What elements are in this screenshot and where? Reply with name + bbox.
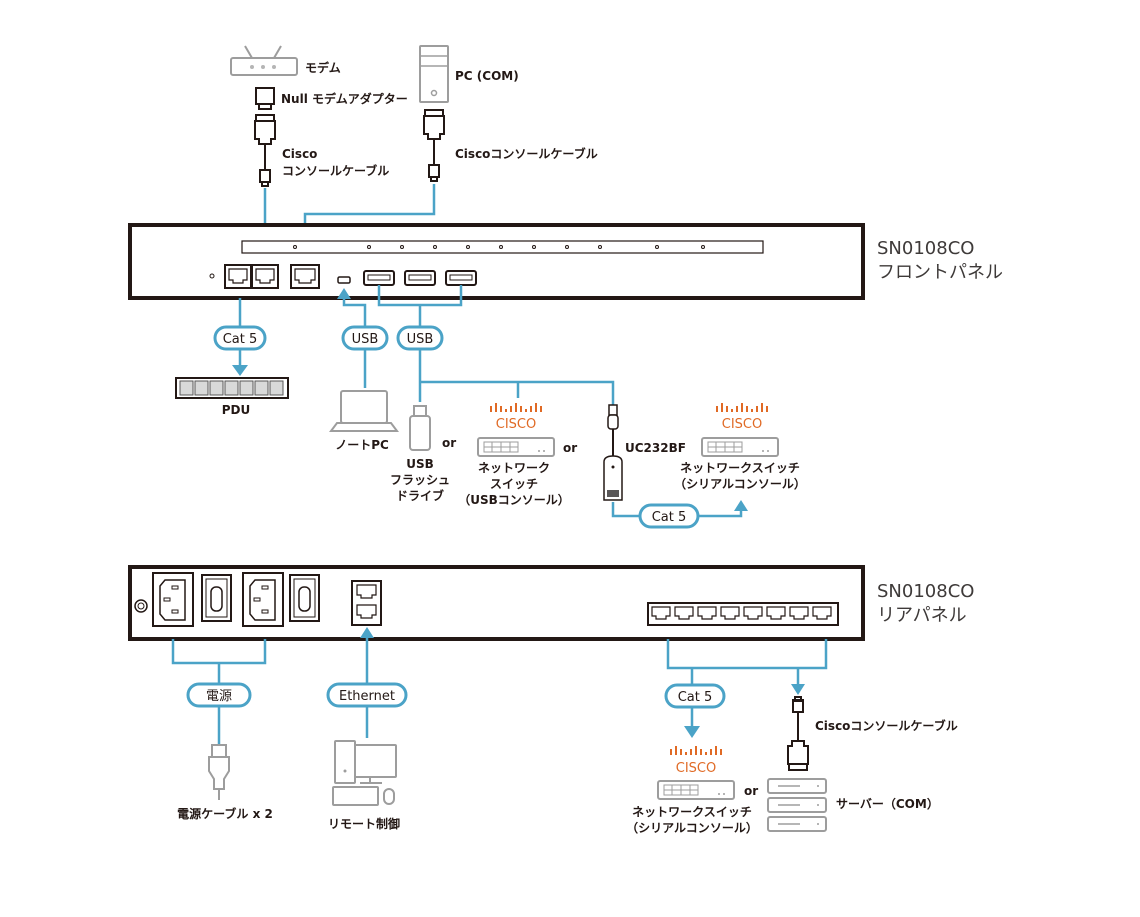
cisco-logo-icon <box>670 746 722 755</box>
cisco-cable-right-label: Ciscoコンソールケーブル <box>455 146 598 161</box>
server-stack-icon <box>767 778 827 832</box>
cable-power <box>171 639 267 665</box>
svg-text:USB: USB <box>407 332 434 347</box>
switch-serial-label-2: （シリアルコンソール） <box>674 476 806 491</box>
laptop-icon <box>329 390 399 432</box>
power-inlet-1 <box>152 572 194 627</box>
rear-panel-model: SN0108CO <box>877 581 974 602</box>
svg-text:Ethernet: Ethernet <box>339 689 395 704</box>
null-modem-adapter-icon <box>255 87 275 110</box>
cisco-logo-text: CISCO <box>722 417 762 432</box>
network-switch-icon <box>657 780 735 800</box>
pill-usb-devices: USB <box>396 325 444 351</box>
server-label: サーバー（COM） <box>836 796 939 811</box>
power-switch-1 <box>201 574 232 622</box>
laptop-label: ノートPC <box>335 438 389 452</box>
cisco-cable-left-label-1: Cisco <box>282 147 317 161</box>
console-ports-1-8 <box>647 602 839 626</box>
cable-console-ports <box>666 639 828 670</box>
power-switch-2 <box>289 574 320 622</box>
switch-usb-label-1: ネットワーク <box>478 461 550 475</box>
micro-usb-port <box>337 276 351 284</box>
rj45-plug-icon <box>259 169 271 187</box>
rear-panel-title: リアパネル <box>877 605 967 626</box>
modem-label: モデム <box>305 60 341 75</box>
usb-flash-label-2: フラッシュ <box>390 473 450 487</box>
cisco-logo-icon <box>490 403 542 412</box>
pc-com-label: PC (COM) <box>455 69 519 83</box>
modem-icon <box>230 45 298 76</box>
cable-usb-branch <box>420 380 615 405</box>
rj45-port-console-2 <box>290 264 320 289</box>
usb-port-1 <box>363 270 395 286</box>
power-inlet-2 <box>242 572 284 627</box>
front-panel-model: SN0108CO <box>877 238 974 259</box>
svg-text:USB: USB <box>352 332 379 347</box>
or-label-1: or <box>442 436 456 450</box>
pdu-label: PDU <box>222 403 251 417</box>
arrow-down-icon <box>232 365 248 376</box>
pill-cat5-uc232bf: Cat 5 <box>638 503 700 529</box>
usb-flash-label-3: ドライブ <box>396 488 444 503</box>
desktop-computer-icon <box>332 740 397 806</box>
switch-serial-label-1: ネットワークスイッチ <box>680 461 800 475</box>
null-modem-adapter-label: Null モデムアダプター <box>281 91 408 106</box>
usb-flash-label-1: USB <box>406 457 434 471</box>
cisco-logo-text: CISCO <box>496 417 536 432</box>
power-plug-icon <box>208 744 230 800</box>
switch-usb-label-2: スイッチ <box>490 477 538 491</box>
rj45-port-console-1 <box>251 264 279 289</box>
arrow-down-icon <box>684 726 700 738</box>
pc-tower-icon <box>419 45 449 103</box>
arrow-up-icon <box>360 627 374 638</box>
arrow-up-icon <box>734 500 748 511</box>
rj45-port-pdu <box>224 264 252 289</box>
svg-text:Cat 5: Cat 5 <box>223 332 258 347</box>
led-indicators <box>293 245 705 249</box>
network-switch-icon <box>701 437 779 457</box>
network-switch-icon <box>477 437 555 457</box>
usb-port-3 <box>445 270 477 286</box>
svg-text:Cat 5: Cat 5 <box>678 690 713 705</box>
switch-serial-rear-label-2: （シリアルコンソール） <box>626 820 758 835</box>
switch-serial-rear-label-1: ネットワークスイッチ <box>632 805 752 819</box>
pill-cat5-pdu: Cat 5 <box>213 325 267 351</box>
pill-power: 電源 <box>186 682 252 708</box>
pdu-icon <box>175 377 289 399</box>
usb-port-2 <box>404 270 436 286</box>
uc232bf-adapter-icon <box>603 404 623 501</box>
or-label-rear: or <box>744 784 758 798</box>
or-label-2: or <box>563 441 577 455</box>
svg-text:Cat 5: Cat 5 <box>652 510 687 525</box>
cisco-cable-left-label-2: コンソールケーブル <box>282 163 389 178</box>
pill-cat5-rear: Cat 5 <box>664 683 726 709</box>
ground-screw-icon <box>134 599 148 613</box>
ethernet-ports <box>351 580 382 626</box>
cisco-logo-text: CISCO <box>676 761 716 776</box>
pill-ethernet: Ethernet <box>326 682 408 708</box>
usb-flash-drive-icon <box>409 405 431 451</box>
cisco-cable-rear-label: Ciscoコンソールケーブル <box>815 718 958 733</box>
pill-usb-laptop: USB <box>341 325 389 351</box>
cisco-console-cable-icon <box>787 696 809 771</box>
svg-text:電源: 電源 <box>206 689 232 704</box>
db9-connector-icon <box>254 114 276 170</box>
rj45-plug-right-icon <box>428 164 440 182</box>
front-panel-title: フロントパネル <box>877 262 1003 283</box>
power-cable-label: 電源ケーブル x 2 <box>177 806 273 821</box>
uc232bf-label: UC232BF <box>625 441 686 455</box>
remote-control-label: リモート制御 <box>328 816 400 831</box>
arrow-down-icon <box>791 684 805 695</box>
arrow-up-icon <box>337 288 351 299</box>
switch-usb-label-3: （USBコンソール） <box>458 492 570 507</box>
reset-hole <box>209 273 215 279</box>
db9-connector-right-icon <box>423 109 445 165</box>
cisco-logo-icon <box>716 403 768 412</box>
